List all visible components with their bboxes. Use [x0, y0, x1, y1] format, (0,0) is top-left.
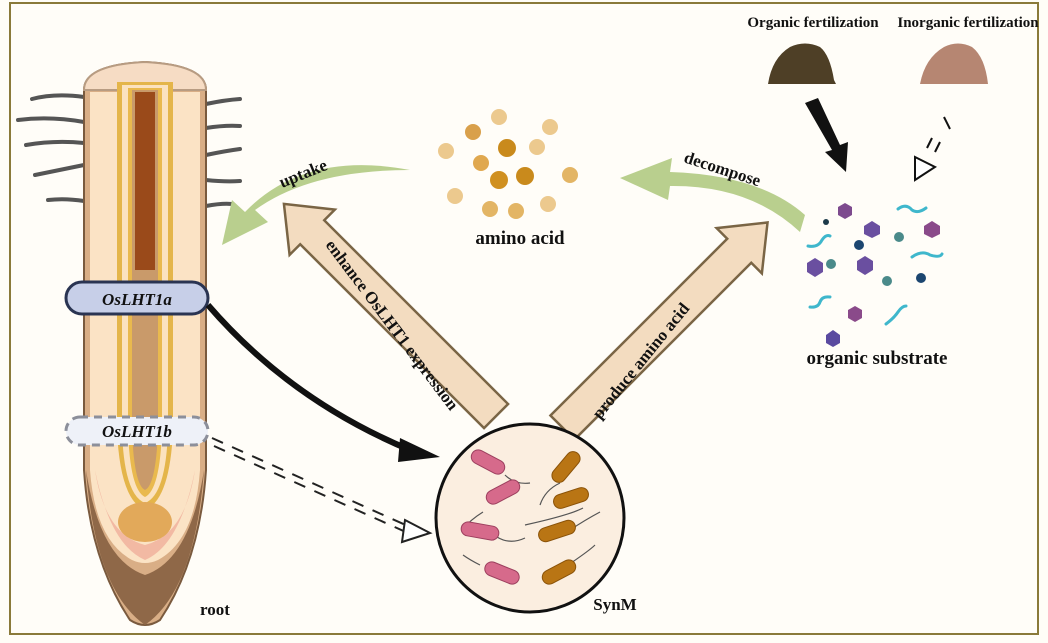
organic-fertilizer-pile [768, 43, 836, 84]
organic-substrate-label: organic substrate [807, 348, 948, 369]
brown-bacteria [538, 451, 589, 585]
inorganic-fertilization-label: Inorganic fertilization [897, 15, 1039, 31]
gene-a-label: OsLHT1a [102, 290, 172, 309]
enhance-expression-arrow [282, 202, 510, 430]
inorganic-fertilizer-pile [920, 43, 988, 84]
arrowhead-solid [398, 438, 440, 462]
organic-to-substrate-arrow [805, 98, 848, 172]
synm-label: SynM [593, 595, 636, 614]
xylem [135, 92, 155, 270]
pink-bacteria [460, 449, 521, 585]
uptake-label: uptake [276, 155, 330, 192]
synm-community [434, 422, 626, 614]
inorganic-dashed-arrow [914, 116, 951, 182]
gene-a-badge: OsLHT1a [64, 280, 210, 316]
quiescent-center [118, 502, 172, 542]
amino-acid-cluster [438, 109, 578, 219]
root-hairs [16, 93, 242, 208]
organic-substrate-cluster [806, 203, 944, 347]
root-illustration [16, 60, 242, 626]
uptake-arrow [222, 165, 410, 245]
produce-amino-acid-arrow [548, 221, 769, 442]
dashed-arrow-gene-b-to-synm [211, 437, 433, 544]
enhance-arrow-label: enhance OsLHT1 expression [322, 236, 463, 414]
gene-b-badge: OsLHT1b [64, 415, 210, 447]
solid-arrow-gene-a-to-synm [205, 303, 412, 453]
decompose-arrow [620, 158, 805, 232]
amino-acid-label: amino acid [475, 228, 565, 249]
organic-fertilization-label: Organic fertilization [747, 15, 879, 31]
root-cap [86, 470, 204, 625]
gene-b-label: OsLHT1b [102, 422, 172, 441]
root-label: root [200, 600, 230, 619]
